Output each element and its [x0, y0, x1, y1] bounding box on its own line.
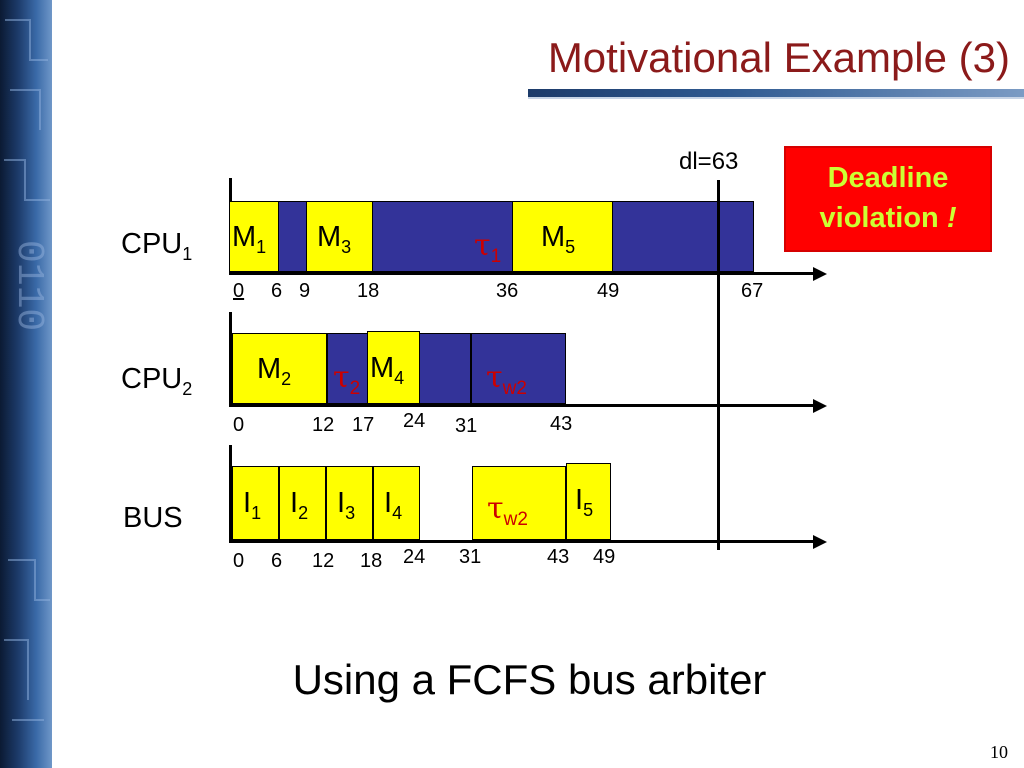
deadline-label: dl=63 — [679, 148, 739, 175]
bus-block-i3-label: I3 — [337, 487, 356, 523]
bus-block-i4: I4 — [373, 466, 420, 540]
cpu2-task-tau2-label: τ2 — [333, 360, 361, 399]
bus-tick-12: 12 — [312, 550, 335, 572]
bus-time-axis-arrow-icon — [813, 535, 827, 549]
bus-tick-18: 18 — [360, 550, 383, 572]
cpu2-background-block — [327, 333, 566, 404]
bus-block-tauw2: τw2 — [472, 466, 566, 540]
bus-tick-6: 6 — [271, 550, 283, 572]
bus-block-i1: I1 — [232, 466, 279, 540]
cpu1-tick-36: 36 — [496, 280, 519, 302]
violation-bang: ! — [946, 202, 957, 234]
cpu2-tick-17: 17 — [352, 414, 375, 436]
cpu2-tick-24: 24 — [403, 410, 426, 432]
cpu1-block-m1: M1 — [229, 201, 279, 272]
row-label-cpu1: CPU1 — [121, 228, 193, 264]
bus-block-i2: I2 — [279, 466, 326, 540]
cpu2-block-m2: M2 — [232, 333, 327, 404]
cpu2-block-m4: M4 — [367, 331, 420, 404]
cpu1-task-tau1-label: τ1 — [474, 228, 502, 267]
cpu2-tick-43: 43 — [550, 413, 573, 435]
violation-line1: Deadline — [827, 162, 949, 194]
cpu1-block-m3: M3 — [306, 201, 373, 272]
bus-time-axis-vertical — [229, 445, 232, 543]
cpu1-tick-9: 9 — [299, 280, 311, 302]
cpu2-time-axis-vertical — [229, 312, 232, 407]
row-label-bus: BUS — [123, 502, 183, 534]
violation-line2: violation ! — [819, 202, 957, 234]
cpu2-time-axis — [229, 404, 815, 407]
cpu2-task-tauw2-label: τw2 — [486, 360, 527, 399]
cpu2-block-divider — [470, 333, 472, 404]
bus-tick-0: 0 — [233, 550, 245, 572]
deadline-violation-callout: Deadline violation ! — [784, 146, 992, 252]
slide-title: Motivational Example (3) — [547, 34, 1010, 81]
cpu1-block-m5: M5 — [512, 201, 613, 272]
slide-caption: Using a FCFS bus arbiter — [292, 656, 767, 703]
bus-block-i2-label: I2 — [290, 487, 309, 523]
cpu1-tick-49: 49 — [597, 280, 620, 302]
cpu2-tick-12: 12 — [312, 414, 335, 436]
cpu1-axis-arrow-icon — [813, 267, 827, 281]
decorative-sidebar: 0110 — [0, 0, 52, 768]
cpu1-tick-18: 18 — [357, 280, 380, 302]
bus-block-tauw2-label: τw2 — [487, 491, 528, 530]
cpu1-block-m3-label: M3 — [317, 221, 352, 257]
binary-watermark-icon: 0110 — [7, 240, 50, 332]
deadline-line — [717, 180, 720, 550]
bus-tick-24: 24 — [403, 546, 426, 568]
bus-block-i4-label: I4 — [384, 487, 403, 523]
bus-tick-43: 43 — [547, 546, 570, 568]
cpu1-tick-67: 67 — [741, 280, 764, 302]
bus-block-i5-label: I5 — [575, 484, 594, 520]
bus-block-i5: I5 — [566, 463, 611, 540]
cpu1-time-axis — [229, 272, 815, 275]
circuit-pattern-icon — [4, 19, 50, 721]
bus-block-i3: I3 — [326, 466, 373, 540]
bus-time-axis — [229, 540, 815, 543]
cpu2-axis-arrow-icon — [813, 399, 827, 413]
title-underline-bar — [528, 89, 1024, 97]
row-label-cpu2: CPU2 — [121, 363, 193, 399]
cpu2-block-m2-label: M2 — [257, 353, 292, 389]
bus-tick-49: 49 — [593, 546, 616, 568]
cpu1-block-m5-label: M5 — [541, 221, 576, 257]
cpu1-block-m1-label: M1 — [232, 221, 267, 257]
cpu1-tick-6: 6 — [271, 280, 283, 302]
bus-block-i1-label: I1 — [243, 487, 262, 523]
page-number: 10 — [990, 742, 1008, 762]
cpu2-tick-0: 0 — [233, 414, 245, 436]
title-underline-highlight — [528, 97, 1024, 99]
cpu1-tick-0: 0 — [233, 280, 245, 302]
cpu2-block-m4-label: M4 — [370, 352, 405, 388]
bus-tick-31: 31 — [459, 546, 482, 568]
cpu2-tick-31: 31 — [455, 415, 478, 437]
